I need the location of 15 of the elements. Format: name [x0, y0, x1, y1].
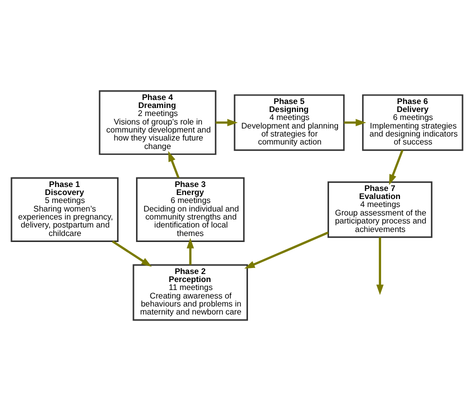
arrow — [389, 150, 404, 185]
arrow — [168, 151, 180, 178]
arrow — [344, 118, 366, 126]
node-box: Phase 2 Perception 11 meetings Creating awareness of behaviours and problems in maternity and newborn care — [132, 264, 248, 321]
arrow — [244, 232, 329, 269]
arrow — [112, 240, 152, 267]
node-box: Phase 4 Dreaming 2 meetings Visions of group’s role in community development and how they visualize future change — [98, 90, 216, 155]
arrow — [376, 237, 384, 296]
node-box: Phase 7 Evaluation 4 meetings Group assessment of the participatory process and achievements — [328, 181, 432, 238]
arrow — [186, 238, 194, 265]
node-box: Phase 3 Energy 6 meetings Deciding on individual and community strengths and identification of local themes — [136, 177, 245, 242]
node-box: Phase 5 Designing 4 meetings Development and planning of strategies for community action — [234, 94, 345, 151]
arrow — [216, 118, 238, 126]
node-box: Phase 6 Delivery 6 meetings Implementing strategies and designing indicators of success — [362, 94, 464, 151]
node-box: Phase 1 Discovery 5 meetings Sharing women’s experiences in pregnancy, delivery, postpartum and childcare — [10, 177, 119, 242]
